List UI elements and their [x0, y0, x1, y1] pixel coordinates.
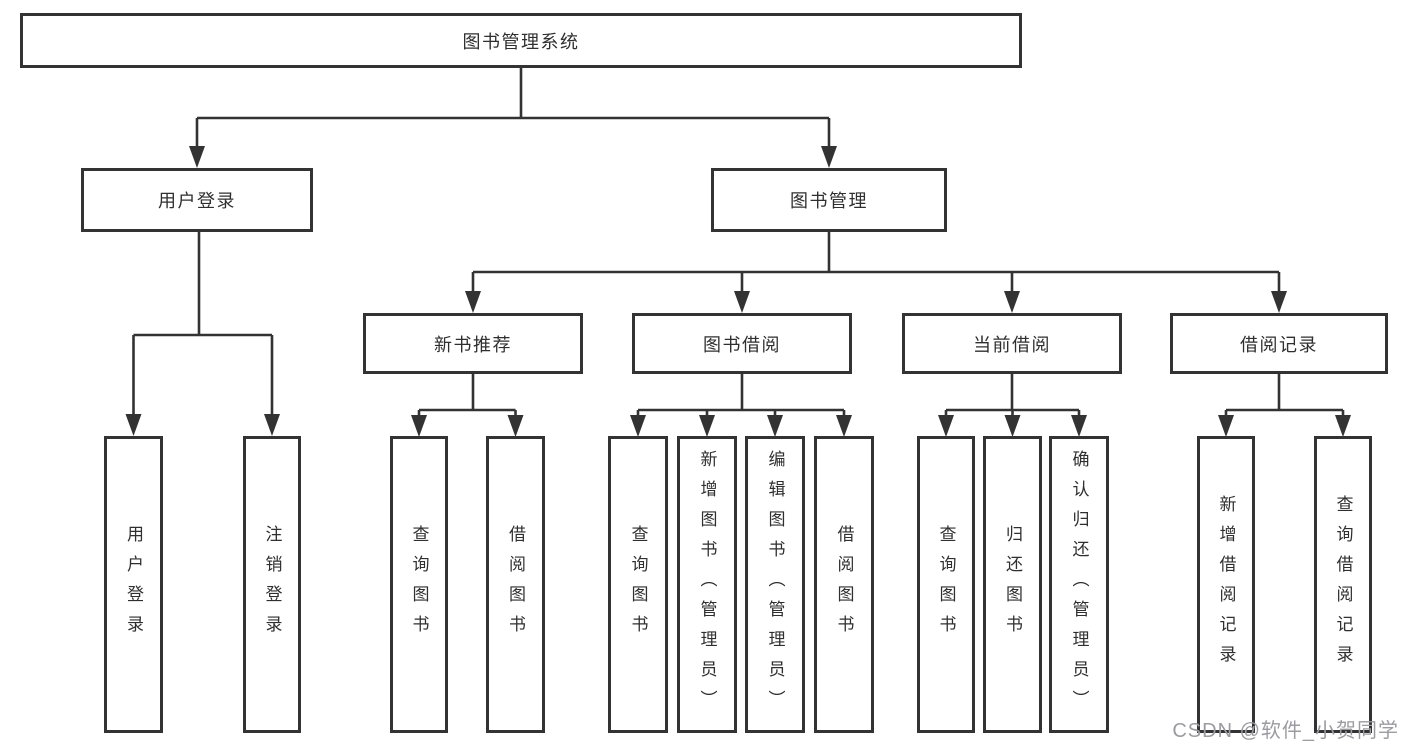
node-leaf-add-book-admin: 新增图书（管理员） [677, 436, 737, 733]
node-leaf-user-login: 用户登录 [104, 436, 163, 733]
node-user-login-branch: 用户登录 [81, 168, 313, 232]
node-book-mgmt-branch: 图书管理 [711, 168, 947, 232]
arrowhead [630, 415, 646, 437]
arrowhead [699, 415, 715, 437]
node-root: 图书管理系统 [20, 13, 1022, 68]
arrowhead [189, 146, 205, 168]
node-module-borrow-records: 借阅记录 [1170, 313, 1388, 374]
arrowhead [1004, 291, 1020, 313]
arrowhead [821, 146, 837, 168]
node-leaf-return-book: 归还图书 [983, 436, 1042, 733]
node-module-new-book: 新书推荐 [363, 313, 583, 374]
node-module-book-borrow: 图书借阅 [632, 313, 852, 374]
node-leaf-borrow-book-2: 借阅图书 [814, 436, 874, 733]
arrowhead [411, 415, 427, 437]
arrowhead [767, 415, 783, 437]
arrowhead [1004, 415, 1021, 437]
arrowhead [938, 415, 954, 437]
node-leaf-query-borrow-record: 查询借阅记录 [1314, 436, 1372, 733]
arrowhead [264, 414, 280, 436]
node-leaf-query-book-3: 查询图书 [917, 436, 975, 733]
node-module-current-borrow: 当前借阅 [902, 313, 1122, 374]
arrowhead [1335, 415, 1351, 437]
arrowhead [125, 414, 142, 436]
arrowhead [1071, 415, 1087, 437]
node-leaf-query-book-2: 查询图书 [608, 436, 668, 733]
arrowhead [836, 415, 852, 437]
node-leaf-add-borrow-record: 新增借阅记录 [1197, 436, 1255, 733]
arrowhead [465, 291, 481, 313]
arrowhead [507, 415, 524, 437]
arrowhead [1271, 291, 1287, 313]
node-leaf-logout: 注销登录 [243, 436, 301, 733]
node-leaf-confirm-return-admin: 确认归还（管理员） [1049, 436, 1109, 733]
node-leaf-edit-book-admin: 编辑图书（管理员） [745, 436, 805, 733]
csdn-watermark: CSDN @软件_小贺同学 [1172, 720, 1399, 742]
arrowhead [734, 291, 750, 313]
node-leaf-query-book-1: 查询图书 [390, 436, 448, 733]
arrowhead [1218, 415, 1234, 437]
node-leaf-borrow-book-1: 借阅图书 [486, 436, 545, 733]
